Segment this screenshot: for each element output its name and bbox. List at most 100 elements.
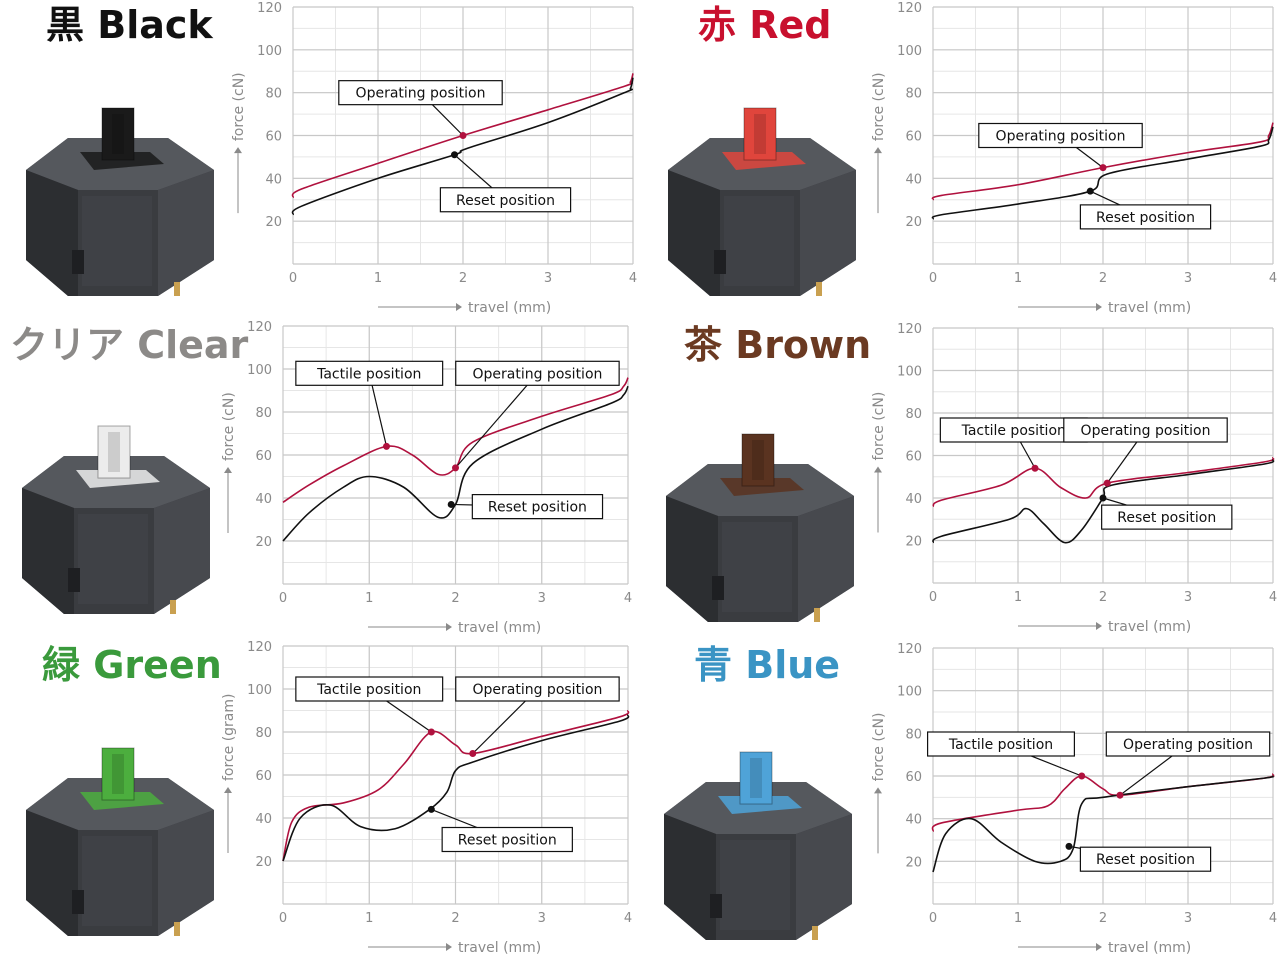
y-axis-title-group: force (cN) xyxy=(871,72,887,214)
y-axis-arrowhead xyxy=(224,787,232,793)
annotation-box xyxy=(1079,204,1212,230)
y-tick-label: 120 xyxy=(247,640,272,655)
switch-side-right xyxy=(158,810,214,936)
y-tick-label: 60 xyxy=(905,130,922,145)
annotation-label: Reset position xyxy=(1096,852,1195,868)
y-axis-title-group: force (cN) xyxy=(231,72,247,214)
annotation-marker xyxy=(1099,164,1107,172)
y-axis-label: force (cN) xyxy=(871,72,887,141)
y-tick-label: 120 xyxy=(257,1,282,16)
y-tick-label: 40 xyxy=(905,813,922,828)
annotation-label: Operating position xyxy=(996,129,1126,145)
switch-pin xyxy=(814,608,820,622)
switch-stem xyxy=(739,751,773,805)
y-tick-label: 40 xyxy=(255,492,272,507)
blue-switch-image xyxy=(664,751,852,940)
x-tick-label: 0 xyxy=(279,911,287,926)
y-tick-label: 60 xyxy=(255,449,272,464)
x-tick-label: 4 xyxy=(1269,271,1277,286)
switch-stem xyxy=(741,433,775,487)
y-tick-label: 120 xyxy=(897,642,922,657)
annotation-marker xyxy=(447,500,455,508)
annotation-label: Reset position xyxy=(1096,210,1195,226)
x-axis-label: travel (mm) xyxy=(1108,300,1191,316)
press-force-curve xyxy=(931,122,1274,201)
y-tick-label: 20 xyxy=(905,535,922,550)
x-tick-label: 3 xyxy=(1184,590,1192,605)
y-tick-label: 100 xyxy=(897,365,922,380)
annotation-box xyxy=(939,417,1088,443)
y-axis-arrowhead xyxy=(874,466,882,473)
annotation-box xyxy=(1063,417,1228,443)
x-tick-label: 4 xyxy=(629,271,637,286)
annotation-marker xyxy=(1078,772,1086,780)
annotation-label: Operating position xyxy=(356,86,486,102)
annotation-box xyxy=(455,360,620,386)
x-tick-label: 4 xyxy=(1269,590,1277,605)
annotation-box xyxy=(455,676,620,702)
x-tick-label: 1 xyxy=(1014,911,1022,926)
x-axis-arrowhead xyxy=(1096,622,1102,630)
annotation-box xyxy=(338,80,503,106)
x-tick-label: 2 xyxy=(451,911,459,926)
x-tick-label: 1 xyxy=(1014,590,1022,605)
y-tick-label: 20 xyxy=(255,535,272,550)
release-force-curve xyxy=(932,775,1275,873)
annotation-marker xyxy=(469,750,477,757)
y-axis-title-group: force (gram) xyxy=(221,694,237,853)
green-switch-title: 緑 Green xyxy=(42,643,222,687)
y-axis-label: force (cN) xyxy=(231,72,247,141)
x-tick-label: 1 xyxy=(365,591,373,606)
switch-front-panel xyxy=(82,196,152,286)
y-axis-label: force (cN) xyxy=(221,392,237,461)
x-axis-label: travel (mm) xyxy=(1108,940,1191,956)
annotation-marker xyxy=(427,728,435,736)
x-tick-label: 1 xyxy=(365,911,373,926)
y-tick-label: 80 xyxy=(255,726,272,741)
annotation-marker xyxy=(1086,187,1094,195)
annotation-marker xyxy=(427,805,435,813)
switch-pin xyxy=(174,282,180,296)
annotation-box xyxy=(439,187,572,213)
switch-stem-base xyxy=(76,470,160,488)
annotation-label: Tactile position xyxy=(961,423,1066,439)
x-tick-label: 2 xyxy=(1099,271,1107,286)
switch-stem-slot xyxy=(750,758,762,798)
switch-clip xyxy=(72,890,84,914)
y-tick-label: 100 xyxy=(257,44,282,59)
switch-pin xyxy=(174,922,180,936)
annotation-box xyxy=(295,360,444,386)
x-tick-label: 0 xyxy=(279,591,287,606)
x-tick-label: 3 xyxy=(538,591,546,606)
y-axis-label: force (cN) xyxy=(871,392,887,461)
y-axis-title-group: force (cN) xyxy=(871,392,887,533)
y-tick-label: 80 xyxy=(905,727,922,742)
annotation-label: Operating position xyxy=(1081,423,1211,439)
annotation-box xyxy=(1105,731,1271,757)
annotation-label: Operating position xyxy=(472,682,602,698)
y-tick-label: 60 xyxy=(265,130,282,145)
switch-side-right xyxy=(800,170,856,296)
release-force-curve xyxy=(282,385,629,542)
y-tick-label: 100 xyxy=(897,44,922,59)
x-tick-label: 3 xyxy=(544,271,552,286)
annotation-marker xyxy=(451,151,458,159)
switch-stem-base xyxy=(718,796,802,814)
y-axis-title-group: force (cN) xyxy=(221,392,237,533)
annotation-box xyxy=(1101,504,1233,530)
brown-switch-title: 茶 Brown xyxy=(684,323,872,367)
switch-stem-slot xyxy=(752,440,764,480)
y-axis-arrowhead xyxy=(874,147,882,154)
brown-switch-image xyxy=(666,433,854,622)
y-tick-label: 80 xyxy=(905,407,922,422)
y-tick-label: 40 xyxy=(265,172,282,187)
switch-pin xyxy=(812,926,818,940)
annotation-label: Reset position xyxy=(1117,510,1216,526)
annotation-label: Operating position xyxy=(1123,737,1253,753)
switch-pin xyxy=(816,282,822,296)
release-force-curve xyxy=(291,77,634,216)
